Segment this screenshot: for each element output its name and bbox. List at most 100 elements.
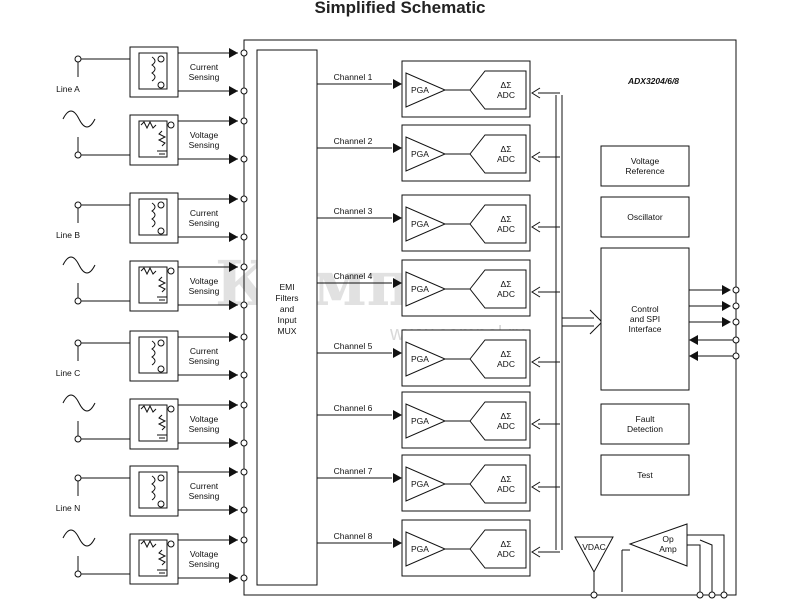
adc-block: [469, 269, 527, 309]
ground-icon: [157, 296, 167, 304]
line-terminal-icon: [74, 435, 82, 443]
transformer-frame: [138, 52, 168, 90]
divider-frame: [138, 120, 168, 158]
resistor-icon: [140, 120, 157, 130]
coil-icon: [151, 340, 156, 366]
vdac-label: VDAC: [582, 542, 606, 552]
channel-label: Channel 4: [334, 271, 373, 281]
transformer-frame: [138, 336, 168, 374]
line-terminal-icon: [74, 55, 82, 63]
adc-block: [469, 204, 527, 244]
resistor-icon: [157, 414, 167, 431]
transformer-frame: [138, 198, 168, 236]
vdac-buffer-icon: [574, 536, 614, 574]
pin-icon: [240, 574, 248, 582]
resistor-icon: [157, 549, 167, 566]
terminal-icon: [157, 55, 165, 63]
input-arrow-icon: [229, 262, 238, 272]
input-arrow-icon: [229, 116, 238, 126]
bus-arrow-icon: [531, 356, 541, 368]
pin-icon: [240, 117, 248, 125]
pin-icon: [696, 591, 704, 599]
terminal-icon: [157, 201, 165, 209]
test-block: [600, 454, 690, 496]
pin-icon: [708, 591, 716, 599]
pin-icon: [590, 591, 598, 599]
resistor-icon: [140, 404, 157, 414]
line-terminal-icon: [74, 570, 82, 578]
line-label: Line B: [56, 230, 80, 240]
line-wire: [78, 204, 130, 302]
terminal-icon: [157, 339, 165, 347]
input-arrow-icon: [229, 232, 238, 242]
control-spi-block: [600, 247, 690, 391]
data-bus: [555, 95, 563, 550]
line-label: Line N: [56, 503, 81, 513]
spi-in-arrow-icon: [689, 351, 698, 361]
terminal-icon: [157, 81, 165, 89]
pin-icon: [732, 286, 740, 294]
line-wire: [78, 342, 130, 440]
input-arrow-icon: [229, 194, 238, 204]
pga-amplifier-icon: [405, 136, 447, 172]
input-arrow-icon: [229, 573, 238, 583]
channel-arrow-icon: [393, 278, 402, 288]
pga-amplifier-icon: [405, 72, 447, 108]
channel-label: Channel 6: [334, 403, 373, 413]
pga-amplifier-icon: [405, 466, 447, 502]
data-bus-to-control: [562, 317, 594, 327]
channel-label: Channel 1: [334, 72, 373, 82]
pin-icon: [240, 155, 248, 163]
adc-block: [469, 529, 527, 569]
bus-arrow-icon: [531, 151, 541, 163]
pin-icon: [240, 233, 248, 241]
line-terminal-icon: [74, 474, 82, 482]
ac-source-icon: [62, 394, 96, 412]
line-terminal-icon: [74, 201, 82, 209]
input-arrow-icon: [229, 505, 238, 515]
pga-amplifier-icon: [405, 403, 447, 439]
channel-arrow-icon: [393, 348, 402, 358]
emi-mux-block: [256, 49, 318, 586]
fault-detection-block: [600, 403, 690, 445]
adc-block: [469, 339, 527, 379]
channel-arrow-icon: [393, 213, 402, 223]
pga-amplifier-icon: [405, 271, 447, 307]
pga-label: PGA: [411, 85, 429, 95]
channel-arrow-icon: [393, 538, 402, 548]
op-amp-wire: [621, 539, 713, 592]
channel-label: Channel 5: [334, 341, 373, 351]
line-terminal-icon: [74, 297, 82, 305]
pin-icon: [240, 333, 248, 341]
pin-icon: [240, 371, 248, 379]
pin-icon: [240, 536, 248, 544]
input-arrow-icon: [229, 86, 238, 96]
bus-arrow-icon: [531, 87, 541, 99]
divider-frame: [138, 266, 168, 304]
ground-icon: [157, 150, 167, 158]
bus-arrow-icon: [589, 309, 603, 335]
pin-icon: [240, 468, 248, 476]
channel-arrow-icon: [393, 410, 402, 420]
coil-icon: [151, 475, 156, 501]
pga-amplifier-icon: [405, 206, 447, 242]
adc-block: [469, 464, 527, 504]
line-label: Line C: [56, 368, 81, 378]
input-arrow-icon: [229, 400, 238, 410]
terminal-icon: [167, 405, 175, 413]
